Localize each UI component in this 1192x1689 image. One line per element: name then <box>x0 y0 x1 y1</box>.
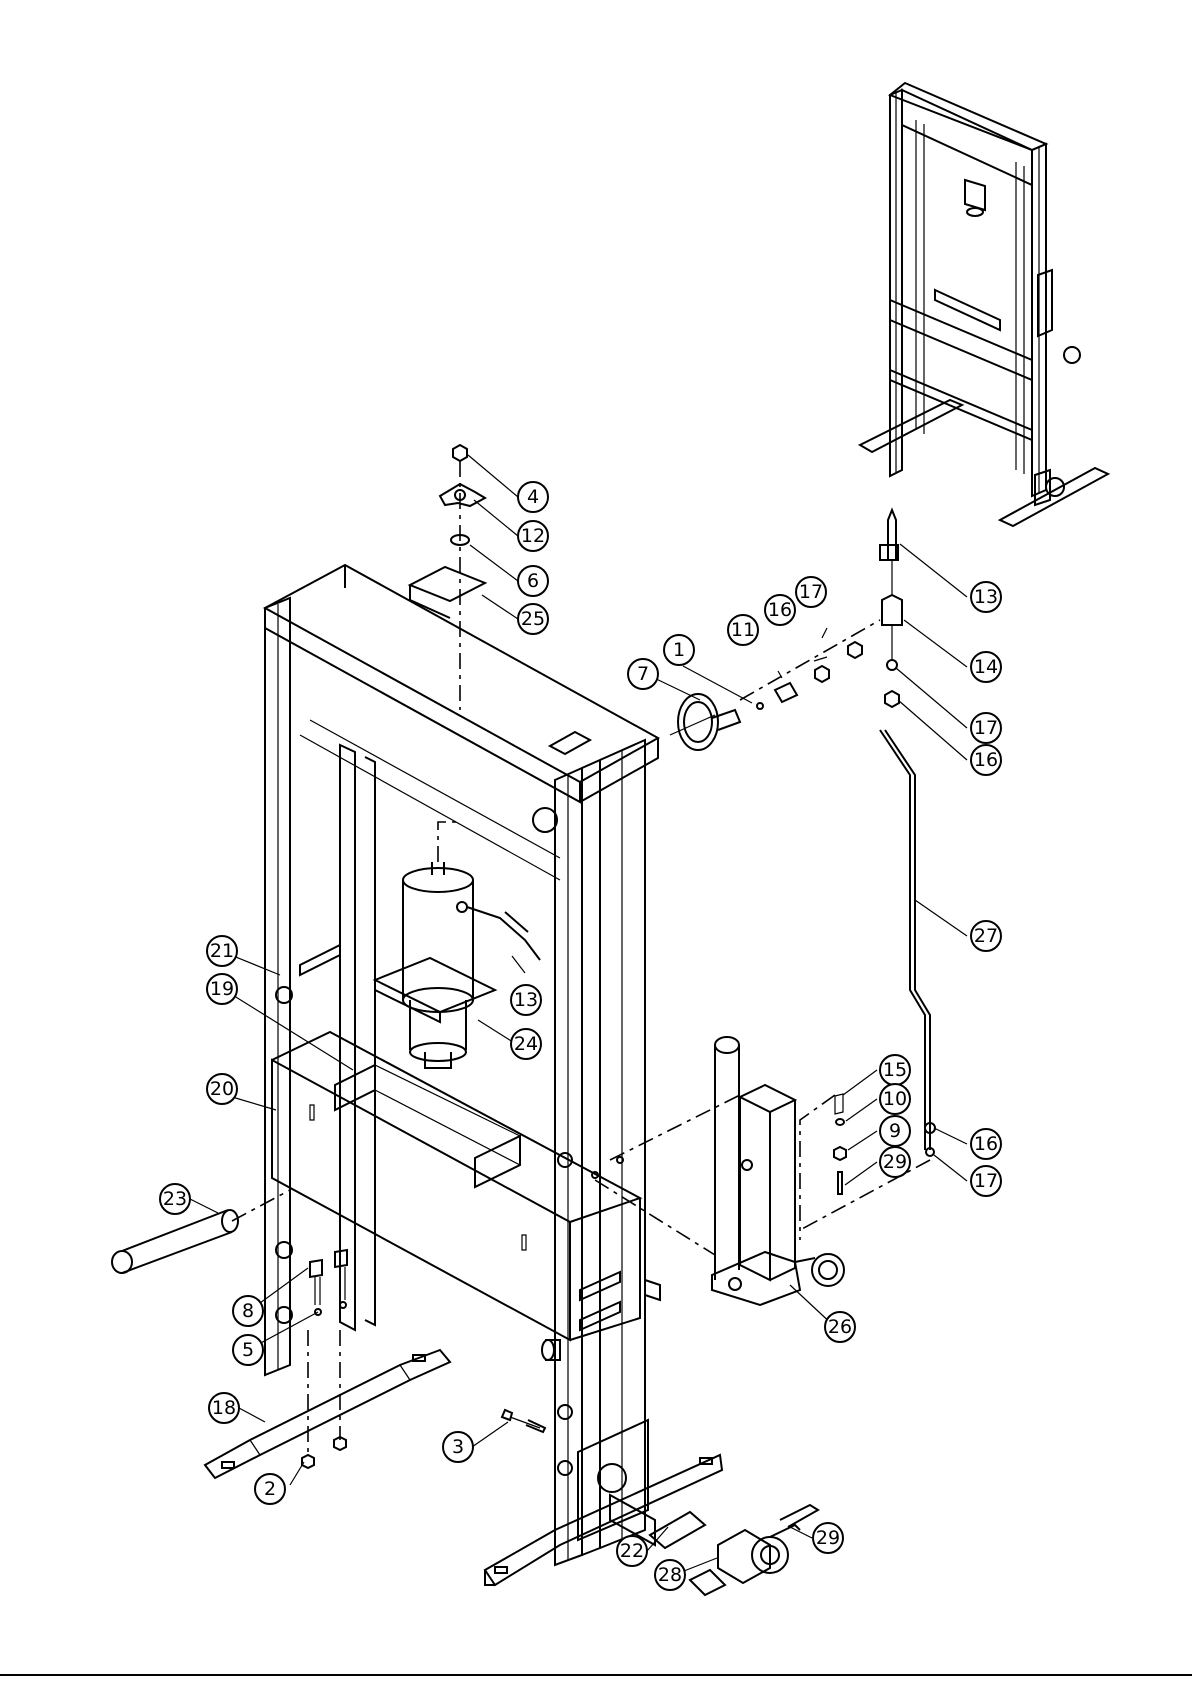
press-frame <box>265 565 660 1565</box>
callout-label: 16 <box>974 1133 998 1155</box>
callout-label: 13 <box>514 989 538 1011</box>
callout-label: 7 <box>637 663 649 685</box>
callout-layer: 4 12 6 25 13 17 16 11 1 7 14 17 16 27 21… <box>160 455 1001 1590</box>
callout-label: 27 <box>974 925 998 947</box>
callout-label: 16 <box>768 599 792 621</box>
callout-label: 6 <box>527 570 539 592</box>
callout-label: 29 <box>883 1151 907 1173</box>
pump-assembly <box>592 510 935 1305</box>
callout-label: 20 <box>210 1078 234 1100</box>
top-hardware <box>410 445 485 710</box>
hydraulic-cylinder <box>375 822 540 1068</box>
callout-label: 22 <box>620 1540 644 1562</box>
callout-label: 17 <box>974 1170 998 1192</box>
callout-label: 5 <box>242 1339 254 1361</box>
callout-label: 14 <box>974 656 998 678</box>
callout-label: 23 <box>163 1188 187 1210</box>
callout-label: 28 <box>658 1564 682 1586</box>
callout-circles <box>160 482 1001 1590</box>
callout-label: 10 <box>883 1088 907 1110</box>
callout-label: 29 <box>816 1527 840 1549</box>
callout-label: 2 <box>264 1478 276 1500</box>
callout-label: 25 <box>521 608 545 630</box>
assembled-press-inset <box>860 83 1108 526</box>
callout-label: 16 <box>974 749 998 771</box>
callout-label: 21 <box>210 940 234 962</box>
callout-label: 4 <box>527 486 539 508</box>
callout-label: 13 <box>974 586 998 608</box>
callout-label: 1 <box>673 639 685 661</box>
leader-lines <box>190 455 967 1571</box>
callout-label: 17 <box>799 581 823 603</box>
callout-label: 19 <box>210 978 234 1000</box>
callout-label: 24 <box>514 1033 538 1055</box>
callout-label: 3 <box>452 1436 464 1458</box>
callout-label: 15 <box>883 1059 907 1081</box>
callout-label: 8 <box>242 1300 254 1322</box>
callout-label: 9 <box>889 1120 901 1142</box>
callout-label: 26 <box>828 1316 852 1338</box>
callout-label: 18 <box>212 1397 236 1419</box>
lower-hardware <box>112 1190 818 1595</box>
right-foot-assembly <box>485 1420 722 1585</box>
callout-label: 17 <box>974 717 998 739</box>
left-foot <box>205 1350 450 1478</box>
callout-label: 11 <box>731 619 755 641</box>
callout-label: 12 <box>521 525 545 547</box>
